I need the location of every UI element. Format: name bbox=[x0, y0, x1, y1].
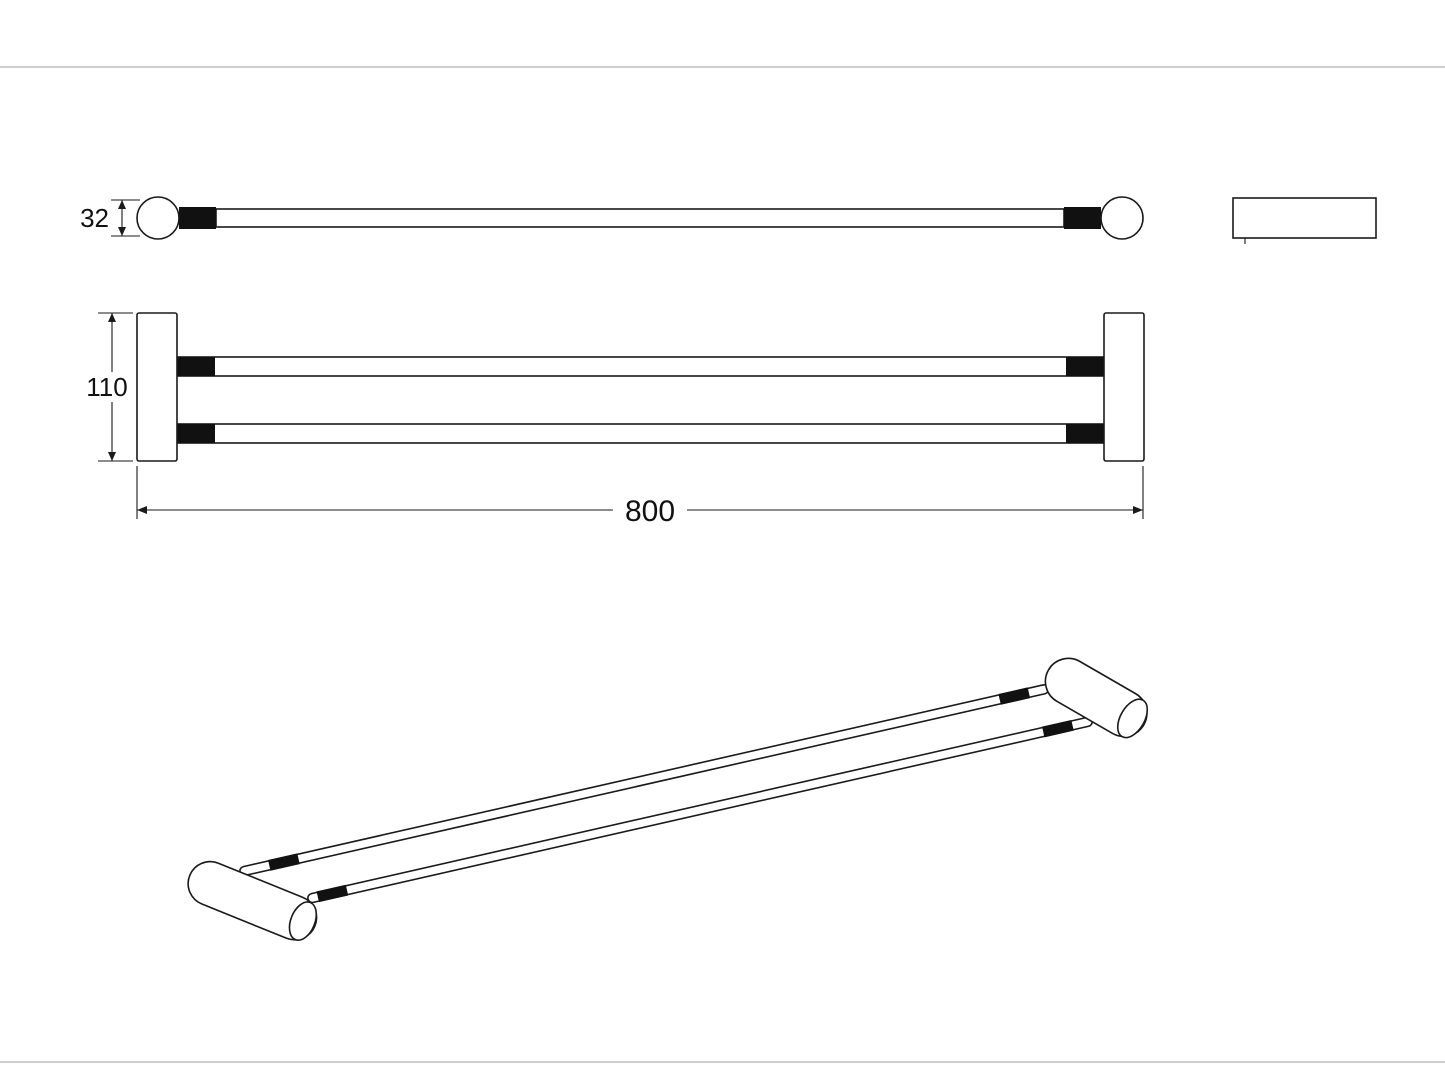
front-rail-thread-right bbox=[1042, 719, 1074, 738]
dimension-overall-length: 800 bbox=[136, 466, 1144, 528]
rear-rail-thread-left bbox=[268, 853, 300, 871]
side-profile-plate bbox=[1232, 197, 1377, 239]
arrowhead-left bbox=[137, 506, 147, 514]
left-post-front bbox=[136, 196, 180, 240]
front-rail-iso bbox=[307, 716, 1093, 904]
thread-left-front bbox=[179, 207, 216, 229]
left-bracket-iso bbox=[187, 860, 318, 941]
arrowhead-down bbox=[118, 227, 126, 236]
dimension-rail-diameter: 32 bbox=[80, 199, 140, 237]
rear-rail-thread-right bbox=[998, 687, 1031, 705]
right-bracket-plan bbox=[1103, 312, 1145, 462]
isometric-view bbox=[187, 657, 1149, 941]
right-bracket-iso bbox=[1044, 657, 1149, 739]
dimension-overall-depth: 110 bbox=[86, 312, 133, 462]
rail-bar-front bbox=[215, 208, 1065, 228]
arrowhead-up bbox=[108, 313, 116, 322]
dim-label-overall-depth: 110 bbox=[86, 372, 127, 402]
arrowhead-right bbox=[1133, 506, 1143, 514]
thread-front-right bbox=[1066, 424, 1104, 443]
rear-rail-plan bbox=[176, 356, 1105, 377]
left-bracket-face bbox=[288, 901, 318, 941]
front-rail-plan bbox=[176, 423, 1105, 444]
front-rail-thread-left bbox=[316, 884, 349, 903]
right-post-front bbox=[1100, 196, 1144, 240]
dim-label-overall-length: 800 bbox=[625, 495, 675, 528]
thread-right-front bbox=[1064, 207, 1101, 229]
front-rail-bar bbox=[307, 716, 1093, 904]
rear-rail-bar bbox=[239, 684, 1050, 877]
arrowhead-up bbox=[118, 200, 126, 209]
arrowhead-down bbox=[108, 452, 116, 461]
dim-label-rail-diameter: 32 bbox=[80, 203, 109, 233]
rear-rail-iso bbox=[239, 684, 1050, 877]
thread-rear-right bbox=[1066, 357, 1104, 376]
plan-view: 110 800 bbox=[86, 312, 1145, 528]
front-view: 32 bbox=[80, 196, 1377, 244]
side-profile-view bbox=[1232, 197, 1377, 244]
thread-front-left bbox=[177, 424, 215, 443]
left-bracket-body bbox=[187, 860, 318, 941]
right-bracket-face bbox=[1116, 698, 1149, 739]
thread-rear-left bbox=[177, 357, 215, 376]
left-bracket-plan bbox=[136, 312, 178, 462]
